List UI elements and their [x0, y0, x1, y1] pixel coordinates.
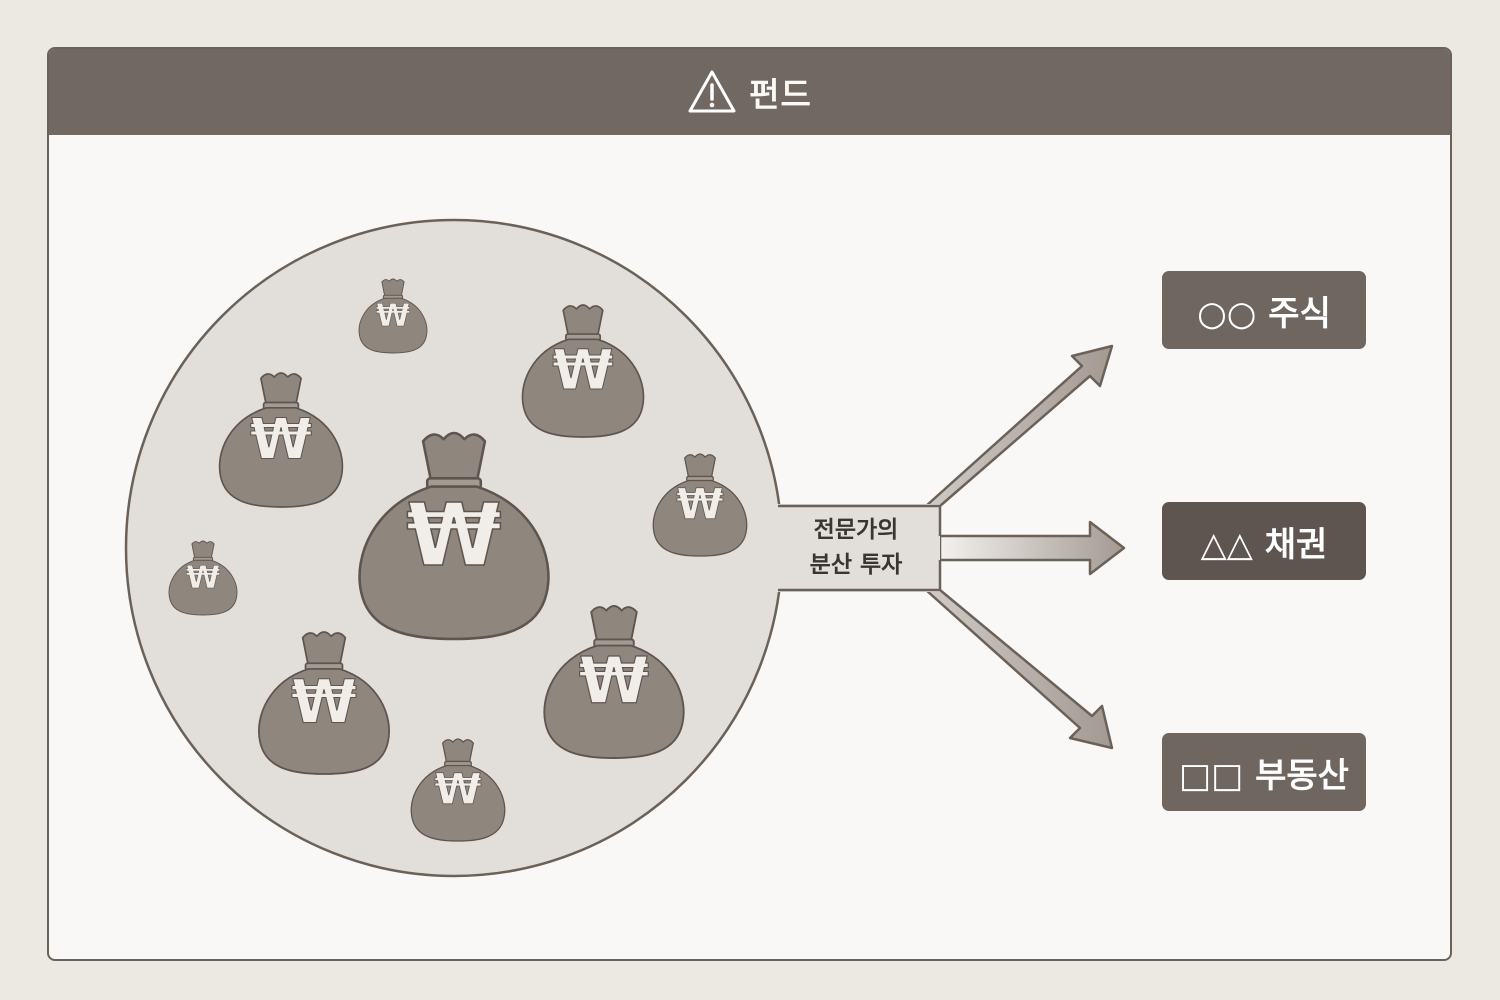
- target-bonds: △△ 채권: [1162, 502, 1366, 580]
- arrow-to-realestate: [776, 588, 1114, 750]
- page-title: 펀드: [749, 75, 812, 114]
- warning-icon: [688, 70, 736, 113]
- distribution-arrows: [776, 344, 1126, 750]
- card-header: 펀드: [49, 49, 1450, 135]
- arrow-to-stocks: [776, 344, 1114, 508]
- label-patch: [776, 504, 940, 592]
- center-label-line2: 분산 투자: [810, 552, 903, 578]
- target-stocks: ○○ 주식: [1162, 271, 1366, 349]
- arrow-to-bonds: [938, 520, 1126, 576]
- target-realestate: □□ 부동산: [1162, 733, 1366, 811]
- center-label-line1: 전문가의: [814, 517, 899, 543]
